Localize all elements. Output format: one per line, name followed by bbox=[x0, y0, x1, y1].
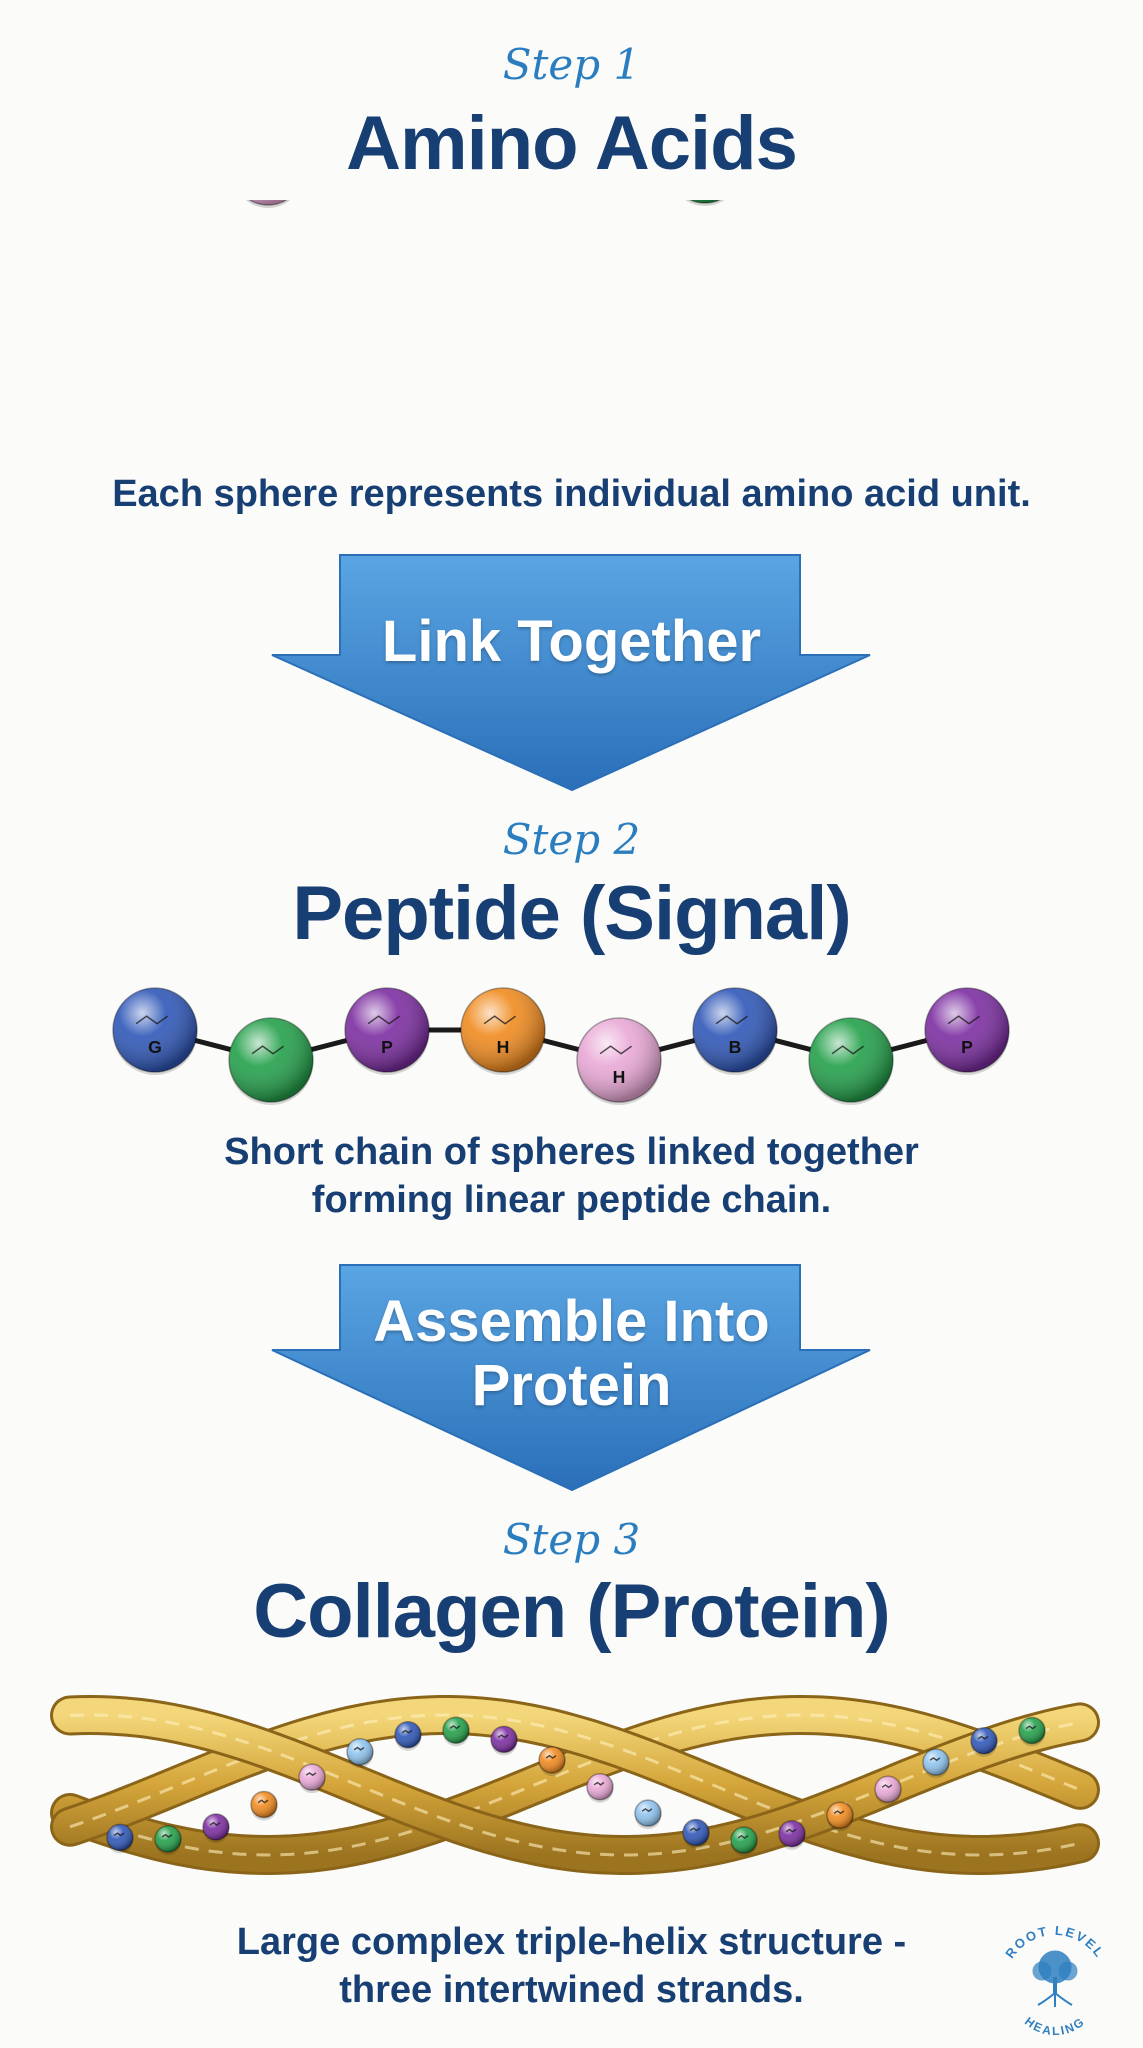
arrow-2-label-line-2: Protein bbox=[471, 1353, 672, 1418]
helix-bead-16 bbox=[826, 1801, 854, 1832]
step-1-label: Step 1 bbox=[502, 40, 641, 89]
helix-bead-5 bbox=[298, 1763, 326, 1794]
helix-bead-11 bbox=[586, 1773, 614, 1803]
helix-bead-17 bbox=[874, 1775, 902, 1806]
chain-sphere-8: P bbox=[924, 987, 1010, 1075]
helix-bead-19 bbox=[970, 1727, 998, 1757]
helix-bead-13 bbox=[682, 1818, 710, 1849]
helix-bead-15 bbox=[778, 1819, 806, 1850]
step-1-caption: Each sphere represents individual amino … bbox=[112, 473, 1031, 515]
step-3-caption-line-2: three intertwined strands. bbox=[339, 1969, 804, 2011]
helix-bead-12 bbox=[634, 1799, 662, 1830]
helix-bead-3 bbox=[202, 1813, 230, 1843]
chain-sphere-6: B bbox=[692, 987, 778, 1075]
chain-sphere-1: G bbox=[112, 987, 198, 1075]
amino-acid-spheres: GGPPPHHGHHXTP bbox=[245, 200, 725, 208]
helix-bead-18 bbox=[922, 1748, 950, 1779]
chain-sphere-1-letter: G bbox=[148, 1037, 162, 1057]
arrow-1-label: Link Together bbox=[381, 609, 762, 674]
chain-sphere-2 bbox=[228, 1017, 314, 1105]
chain-sphere-8-letter: P bbox=[961, 1037, 973, 1057]
helix-bead-4 bbox=[250, 1790, 278, 1821]
link-together-arrow bbox=[271, 554, 871, 792]
peptide-chain: G P H H B P bbox=[112, 987, 1010, 1105]
collagen-triple-helix bbox=[50, 1694, 1100, 1876]
step-2-title: Peptide (Signal) bbox=[292, 871, 851, 956]
logo-bottom-text: HEALING bbox=[1022, 2014, 1086, 2038]
step-2-label: Step 2 bbox=[502, 815, 641, 864]
helix-bead-10 bbox=[538, 1746, 566, 1776]
step-3-caption-line-1: Large complex triple-helix structure - bbox=[236, 1921, 907, 1963]
strand-texture bbox=[69, 1713, 1081, 1857]
chain-sphere-3: P bbox=[344, 987, 430, 1075]
strand-texture bbox=[69, 1713, 1081, 1857]
step-2-caption-line-2: forming linear peptide chain. bbox=[311, 1179, 832, 1221]
assemble-into-protein-arrow bbox=[271, 1264, 871, 1492]
helix-bead-1 bbox=[106, 1823, 134, 1854]
strand-texture bbox=[69, 1713, 1081, 1857]
chain-sphere-6-letter: B bbox=[729, 1037, 742, 1057]
tree-icon bbox=[1032, 1950, 1078, 2007]
amino-sphere-11 bbox=[685, 200, 725, 206]
chain-sphere-4: H bbox=[460, 987, 546, 1075]
chain-sphere-4-letter: H bbox=[497, 1037, 510, 1057]
helix-bead-6 bbox=[346, 1738, 374, 1768]
helix-bead-20 bbox=[1018, 1716, 1046, 1747]
helix-bead-7 bbox=[394, 1720, 422, 1751]
chain-sphere-5-letter: H bbox=[613, 1067, 626, 1087]
svg-text:HEALING: HEALING bbox=[1022, 2014, 1088, 2038]
step-1-title: Amino Acids bbox=[346, 101, 798, 186]
helix-bead-9 bbox=[490, 1725, 518, 1756]
step-2-caption-line-1: Short chain of spheres linked together bbox=[224, 1131, 919, 1173]
root-level-healing-logo: ROOT LEVEL HEALING bbox=[1002, 1923, 1106, 2038]
helix-bead-8 bbox=[442, 1716, 470, 1747]
step-3-title: Collagen (Protein) bbox=[253, 1569, 890, 1654]
chain-sphere-3-letter: P bbox=[381, 1037, 393, 1057]
step-3-label: Step 3 bbox=[502, 1515, 641, 1564]
arrow-2-label-line-1: Assemble Into bbox=[373, 1289, 770, 1354]
helix-bead-2 bbox=[154, 1825, 182, 1855]
amino-sphere-4: P bbox=[245, 200, 291, 208]
chain-sphere-5: H bbox=[576, 1017, 662, 1105]
chain-sphere-7 bbox=[808, 1017, 894, 1105]
helix-bead-14 bbox=[730, 1826, 758, 1856]
